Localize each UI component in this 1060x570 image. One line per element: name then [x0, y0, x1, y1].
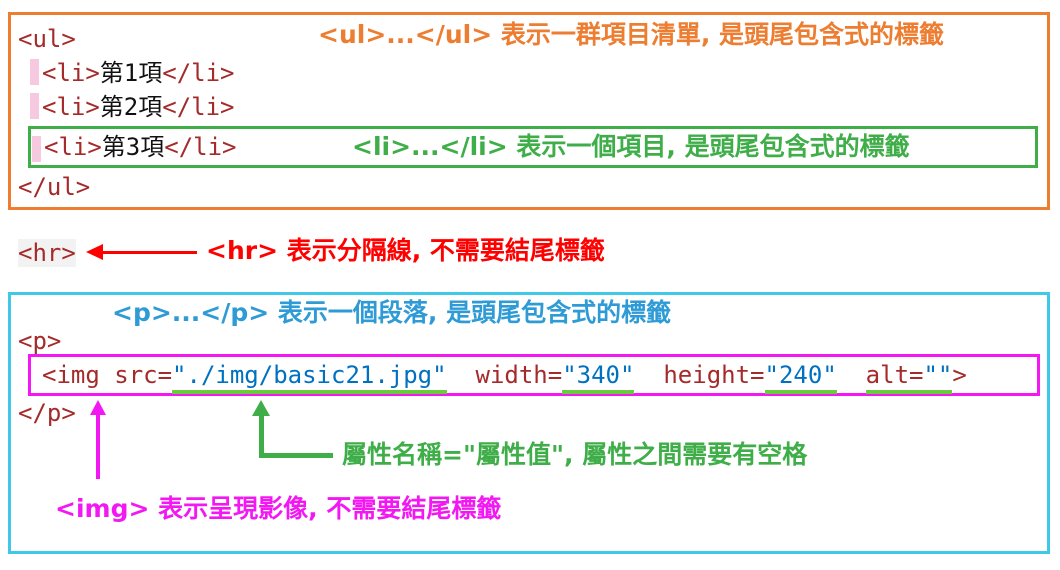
p-annotation-text: 表示一個段落, 是頭尾包含式的標籤 — [269, 298, 672, 327]
hr-annotation-tag: <hr> — [206, 236, 279, 265]
attr-annotation-text: 屬性名稱="屬性值", 屬性之間需要有空格 — [342, 440, 808, 469]
ul-open-code-line: <ul> — [18, 24, 76, 54]
img-annotation-text: 表示呈現影像, 不需要結尾標籤 — [149, 494, 502, 523]
li-open-tag: <li> — [44, 133, 102, 161]
p-example-box — [8, 292, 1050, 554]
attr-name-width: width= — [475, 361, 563, 389]
li-code-line: <li>第2項</li> — [42, 92, 235, 122]
gutter-highlight — [30, 93, 39, 119]
attr-value-width: "340" — [562, 361, 635, 394]
attr-arrow-line — [259, 414, 264, 458]
attr-annotation: 屬性名稱="屬性值", 屬性之間需要有空格 — [342, 440, 807, 470]
attr-value-src: "./img/basic21.jpg" — [172, 361, 447, 394]
ul-annotation: <ul>...</ul> 表示一群項目清單, 是頭尾包含式的標籤 — [318, 20, 944, 50]
img-open-tag: <img — [42, 361, 100, 389]
li-open-tag: <li> — [42, 93, 100, 121]
img-close-bracket: > — [952, 361, 967, 389]
attr-value-height: "240" — [764, 361, 837, 394]
img-arrow-line — [96, 413, 100, 479]
li-annotation-tag: <li>...</li> — [352, 132, 508, 161]
ul-annotation-tag: <ul>...</ul> — [318, 20, 493, 49]
p-annotation-tag: <p>...</p> — [112, 298, 270, 327]
img-arrow-head-icon — [90, 400, 106, 415]
gutter-highlight — [32, 136, 41, 162]
attr-arrow-head-icon — [252, 400, 270, 416]
li-annotation-text: 表示一個項目, 是頭尾包含式的標籤 — [507, 132, 910, 161]
attr-name-height: height= — [663, 361, 765, 389]
hr-code-line: <hr> — [18, 238, 76, 268]
hr-arrow-head-icon — [86, 244, 103, 260]
hr-annotation: <hr> 表示分隔線, 不需要結尾標籤 — [206, 236, 605, 266]
li-code-line: <li>第3項</li> — [44, 132, 237, 162]
p-open-code-line: <p> — [18, 326, 61, 356]
p-close-code-line: </p> — [18, 398, 76, 428]
li-code-line: <li>第1項</li> — [42, 58, 235, 88]
li-close-tag: </li> — [162, 59, 235, 87]
img-highlight-box — [28, 354, 1040, 396]
ul-annotation-text: 表示一群項目清單, 是頭尾包含式的標籤 — [492, 20, 945, 49]
hr-arrow-line — [101, 251, 197, 254]
hr-annotation-text: 表示分隔線, 不需要結尾標籤 — [278, 236, 605, 265]
li-open-tag: <li> — [42, 59, 100, 87]
li-close-tag: </li> — [164, 133, 237, 161]
p-annotation: <p>...</p> 表示一個段落, 是頭尾包含式的標籤 — [112, 298, 671, 328]
ul-close-tag: </ul> — [18, 173, 91, 201]
attr-arrow-connector — [259, 453, 333, 458]
ul-close-code-line: </ul> — [18, 172, 90, 202]
li-item-text: 第3項 — [101, 133, 165, 161]
p-close-tag: </p> — [18, 399, 76, 427]
ul-open-tag: <ul> — [18, 25, 76, 53]
img-annotation-tag: <img> — [55, 494, 150, 523]
li-annotation: <li>...</li> 表示一個項目, 是頭尾包含式的標籤 — [352, 132, 910, 162]
li-close-tag: </li> — [162, 93, 235, 121]
hr-tag: <hr> — [18, 239, 76, 267]
img-annotation: <img> 表示呈現影像, 不需要結尾標籤 — [55, 494, 501, 524]
attr-name-src: src= — [114, 361, 173, 389]
li-highlight-box — [28, 126, 1038, 168]
li-item-text: 第1項 — [99, 59, 163, 87]
ul-example-box — [8, 12, 1050, 210]
attr-value-alt: "" — [923, 361, 953, 389]
attr-name-alt: alt= — [865, 361, 924, 389]
attr-alt: alt="" — [865, 361, 953, 394]
p-open-tag: <p> — [18, 327, 62, 355]
img-code-line: <img src="./img/basic21.jpg" width="340"… — [42, 360, 967, 394]
li-item-text: 第2項 — [99, 93, 163, 121]
gutter-highlight — [30, 59, 39, 85]
